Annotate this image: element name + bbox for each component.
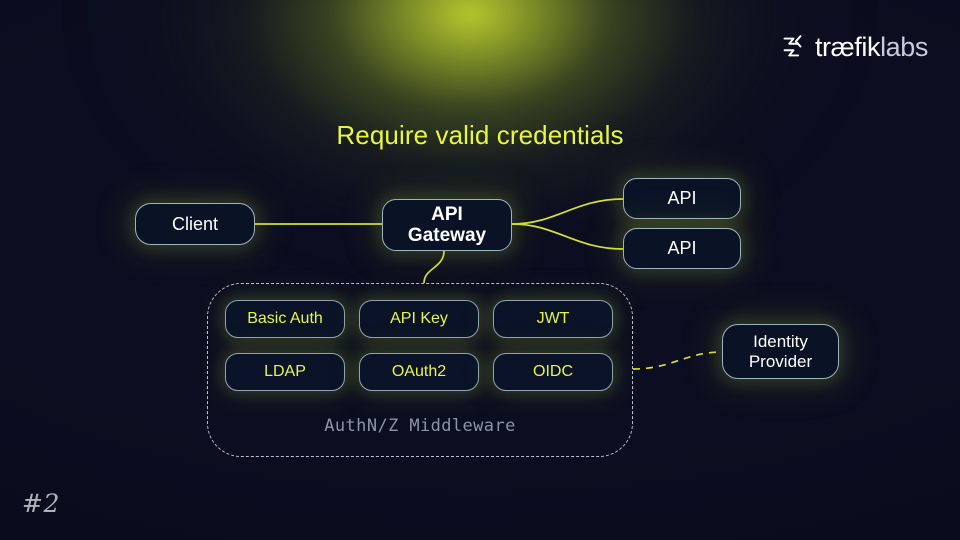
middleware-caption: AuthN/Z Middleware: [324, 416, 516, 436]
connector-gateway-to-middleware: [423, 250, 445, 284]
middleware-pill-grid: Basic Auth API Key JWT LDAP OAuth2 OIDC: [225, 300, 615, 391]
middleware-pill-basic-auth[interactable]: Basic Auth: [225, 300, 345, 338]
node-api-gateway[interactable]: API Gateway: [382, 199, 512, 251]
page-number: #2: [22, 489, 60, 518]
node-client[interactable]: Client: [135, 203, 255, 245]
middleware-pill-api-key[interactable]: API Key: [359, 300, 479, 338]
connector-middleware-to-identity-provider: [632, 351, 723, 370]
logo-wordmark: træfiklabs: [814, 31, 928, 62]
node-api-gateway-line1: API: [431, 203, 463, 225]
logo-wordmark-bold: træfik: [814, 31, 881, 62]
node-identity-provider-line1: Identity: [753, 332, 808, 352]
logo-wordmark-light: labs: [880, 31, 928, 62]
connector-gateway-to-api-lower: [511, 223, 624, 250]
node-api-lower[interactable]: API: [623, 228, 741, 269]
node-api-gateway-line2: Gateway: [407, 225, 487, 246]
middleware-pill-ldap[interactable]: LDAP: [225, 353, 345, 391]
middleware-pill-oauth2[interactable]: OAuth2: [359, 353, 479, 391]
middleware-pill-jwt[interactable]: JWT: [493, 300, 613, 338]
connector-gateway-to-api-upper: [511, 198, 624, 225]
slide-title: Require valid credentials: [336, 120, 624, 150]
middleware-pill-oidc[interactable]: OIDC: [493, 353, 613, 391]
traefik-chevron-mark-icon: [783, 35, 802, 57]
node-identity-provider[interactable]: Identity Provider: [722, 324, 839, 379]
node-api-upper[interactable]: API: [623, 178, 741, 219]
node-identity-provider-line2: Provider: [748, 351, 813, 371]
authn-z-middleware-container: [207, 283, 633, 457]
traefik-labs-logo: træfiklabs: [778, 26, 928, 68]
